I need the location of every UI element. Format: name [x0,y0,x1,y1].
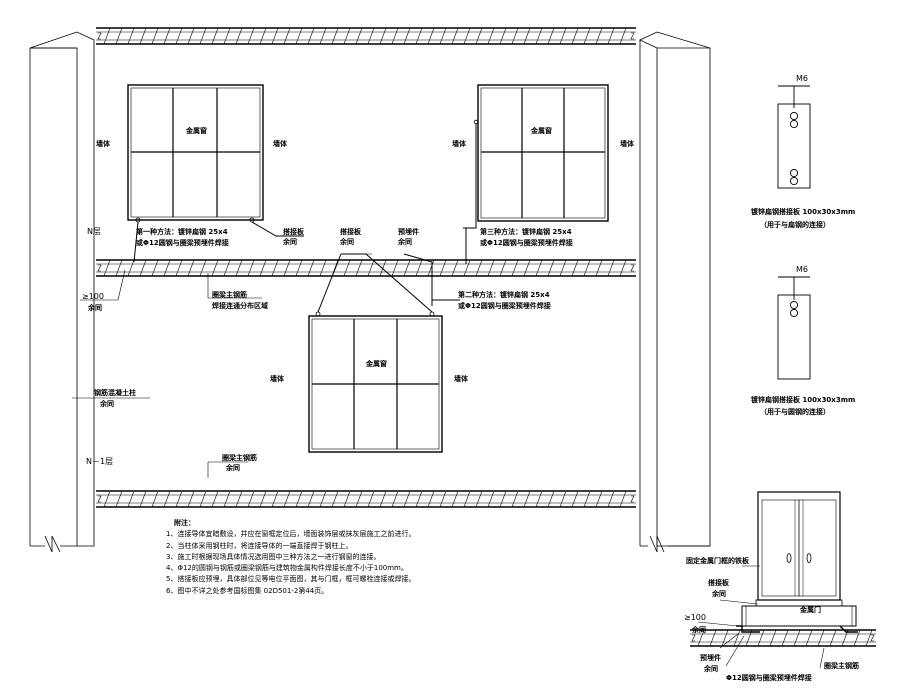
ring-beam-rebar-label-1: 圈梁主钢筋 [212,290,247,299]
window-label-3: 金属窗 [365,359,387,368]
floor-label-n: N层 [87,227,101,236]
m6-label-1: M6 [796,74,808,83]
right-rc-column [639,31,711,553]
wall-label-6: 墙体 [454,374,469,383]
plate-use-1: （用于与扁钢的连接） [760,220,830,229]
plate-spec-2: 镀锌扁钢搭接板 100x30x3mm [751,395,855,404]
same-label-7: 余同 [711,589,726,598]
window-label-2: 金属窗 [530,126,552,135]
note-item-5: 5、搭接板应预埋，具体部位见等电位平面图，其与门框，框可螺栓连接或焊接。 [166,575,416,584]
same-label-3: 余同 [397,237,412,246]
m6-label-2: M6 [796,265,808,274]
note-item-1: 1、连接导体宜暗敷设，并应在窗框定位后，墙面装饰层或抹灰层施工之前进行。 [166,530,416,539]
ring-beam-top [96,27,636,45]
plate-detail-2 [777,276,811,380]
connection-conductors [72,124,477,478]
plate-use-2: （用于与圆钢的连接） [760,407,830,416]
dim-label-1: ≥100 [82,292,104,301]
method2-line1: 第二种方法：镀锌扁钢 25x4 [458,290,550,299]
window-label-1: 金属窗 [185,126,207,135]
note-item-2: 2、当柱体采用钢柱时，将连接导体的一端直接焊于钢柱上。 [166,541,353,550]
metal-window-top-left [127,84,264,223]
method2-line2: 或Φ12圆钢与圈梁预埋件焊接 [458,301,551,310]
wall-label-3: 墙体 [452,139,467,148]
embedded-part-label-2: 预埋件 [700,653,721,662]
method3-line2: 或Φ12圆钢与圈梁预埋件焊接 [480,238,573,247]
method1-line2: 或Φ12圆钢与圈梁预埋件焊接 [136,238,229,247]
rc-column-label: 钢筋混凝土柱 [94,388,136,397]
ring-beam-middle [96,259,636,277]
ring-beam-door [690,629,876,647]
dim-label-2: ≥100 [684,613,706,622]
note-item-6: 6、图中不详之处参考国标图集 02D501-2第44页。 [166,586,329,595]
note-item-3: 3、施工时根据现场具体情况选用图中三种方法之一进行钢窗的连接。 [166,552,381,561]
same-label-8: 余同 [691,625,706,634]
metal-window-top-right [473,84,609,222]
wall-label-2: 墙体 [273,139,288,148]
embedded-part-label: 预埋件 [398,227,419,236]
ring-beams [96,27,636,508]
door-weld-label: Φ12圆钢与圈梁预埋件焊接 [726,673,812,682]
door-frame-fix-label: 固定金属门框的铁板 [686,556,750,565]
plate-detail-1 [777,85,811,189]
connect-plate-label-3: 搭接板 [708,578,730,587]
same-label-4: 余同 [87,303,102,312]
same-label-9: 余同 [703,664,718,673]
metal-door-detail [697,491,858,669]
wall-label-1: 墙体 [96,139,111,148]
same-label-1: 余同 [282,237,297,246]
ring-beam-rebar-label-2: 圈梁主钢筋 [222,453,257,462]
notes-title: 附注： [174,519,195,527]
weld-note-label: 焊接连通分布区域 [212,301,268,310]
floor-label-n1: N－1层 [86,457,113,466]
note-item-4: 4、Φ12的圆钢与钢筋或圈梁钢筋与建筑物金属构件焊接长度不小于100mm。 [166,564,408,573]
ring-beam-bottom [96,490,636,508]
metal-window-bottom [308,311,443,453]
connect-plate-label-1: 搭接板 [283,227,305,236]
method3-line1: 第三种方法：镀锌扁钢 25x4 [480,227,572,236]
ring-beam-rebar-label-3: 圈梁主钢筋 [824,661,859,670]
door-beam [690,629,876,647]
notes-block: 附注： 1、连接导体宜暗敷设，并应在窗框定位后，墙面装饰层或抹灰层施工之前进行。… [166,518,466,597]
wall-label-5: 墙体 [270,374,285,383]
wall-label-4: 墙体 [620,139,635,148]
left-rc-column [29,31,95,553]
same-label-2: 余同 [339,237,354,246]
same-label-5: 余同 [99,399,114,408]
metal-door-label: 金属门 [799,605,821,614]
connect-plate-label-2: 搭接板 [340,227,362,236]
method1-line1: 第一种方法：镀锌扁钢 25x4 [136,227,228,236]
plate-spec-1: 镀锌扁钢搭接板 100x30x3mm [751,207,855,216]
same-label-6: 余同 [225,463,240,472]
